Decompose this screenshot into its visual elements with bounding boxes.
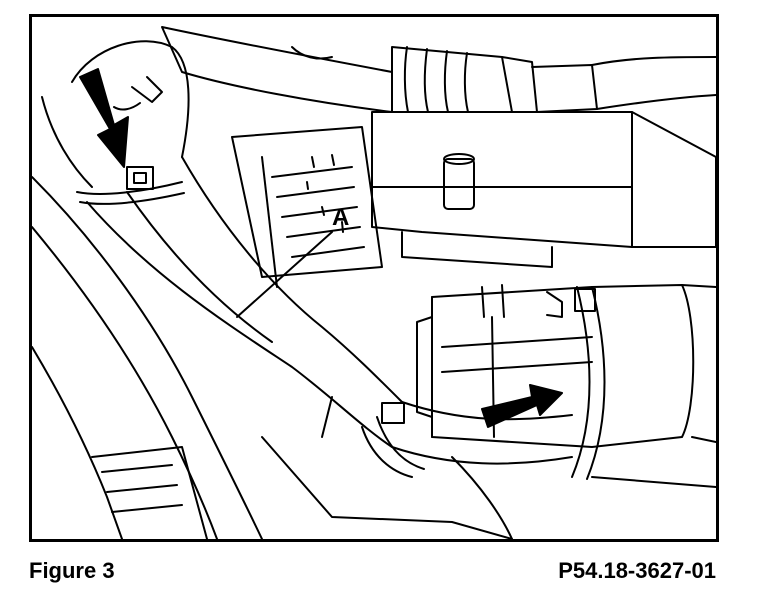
right-arrow-icon [481, 384, 563, 428]
lower-clamp [361, 402, 425, 478]
upper-hose [161, 26, 716, 113]
line-drawing: A [32, 26, 716, 539]
left-ducts [32, 176, 263, 539]
figure-caption: Figure 3 [29, 558, 115, 583]
part-number: P54.18-3627-01 [558, 558, 716, 583]
lower-structure [261, 396, 716, 539]
down-arrow-icon [79, 68, 129, 168]
callout-label: A [332, 204, 349, 231]
strap [571, 286, 606, 480]
air-box [371, 111, 716, 268]
louvre-panel [231, 126, 383, 288]
callout-a: A [236, 204, 349, 318]
upper-clamp [76, 76, 185, 205]
direction-arrows [79, 68, 563, 428]
technical-illustration: A [29, 14, 719, 542]
hose-a [41, 40, 573, 465]
filter-canister [416, 284, 716, 448]
